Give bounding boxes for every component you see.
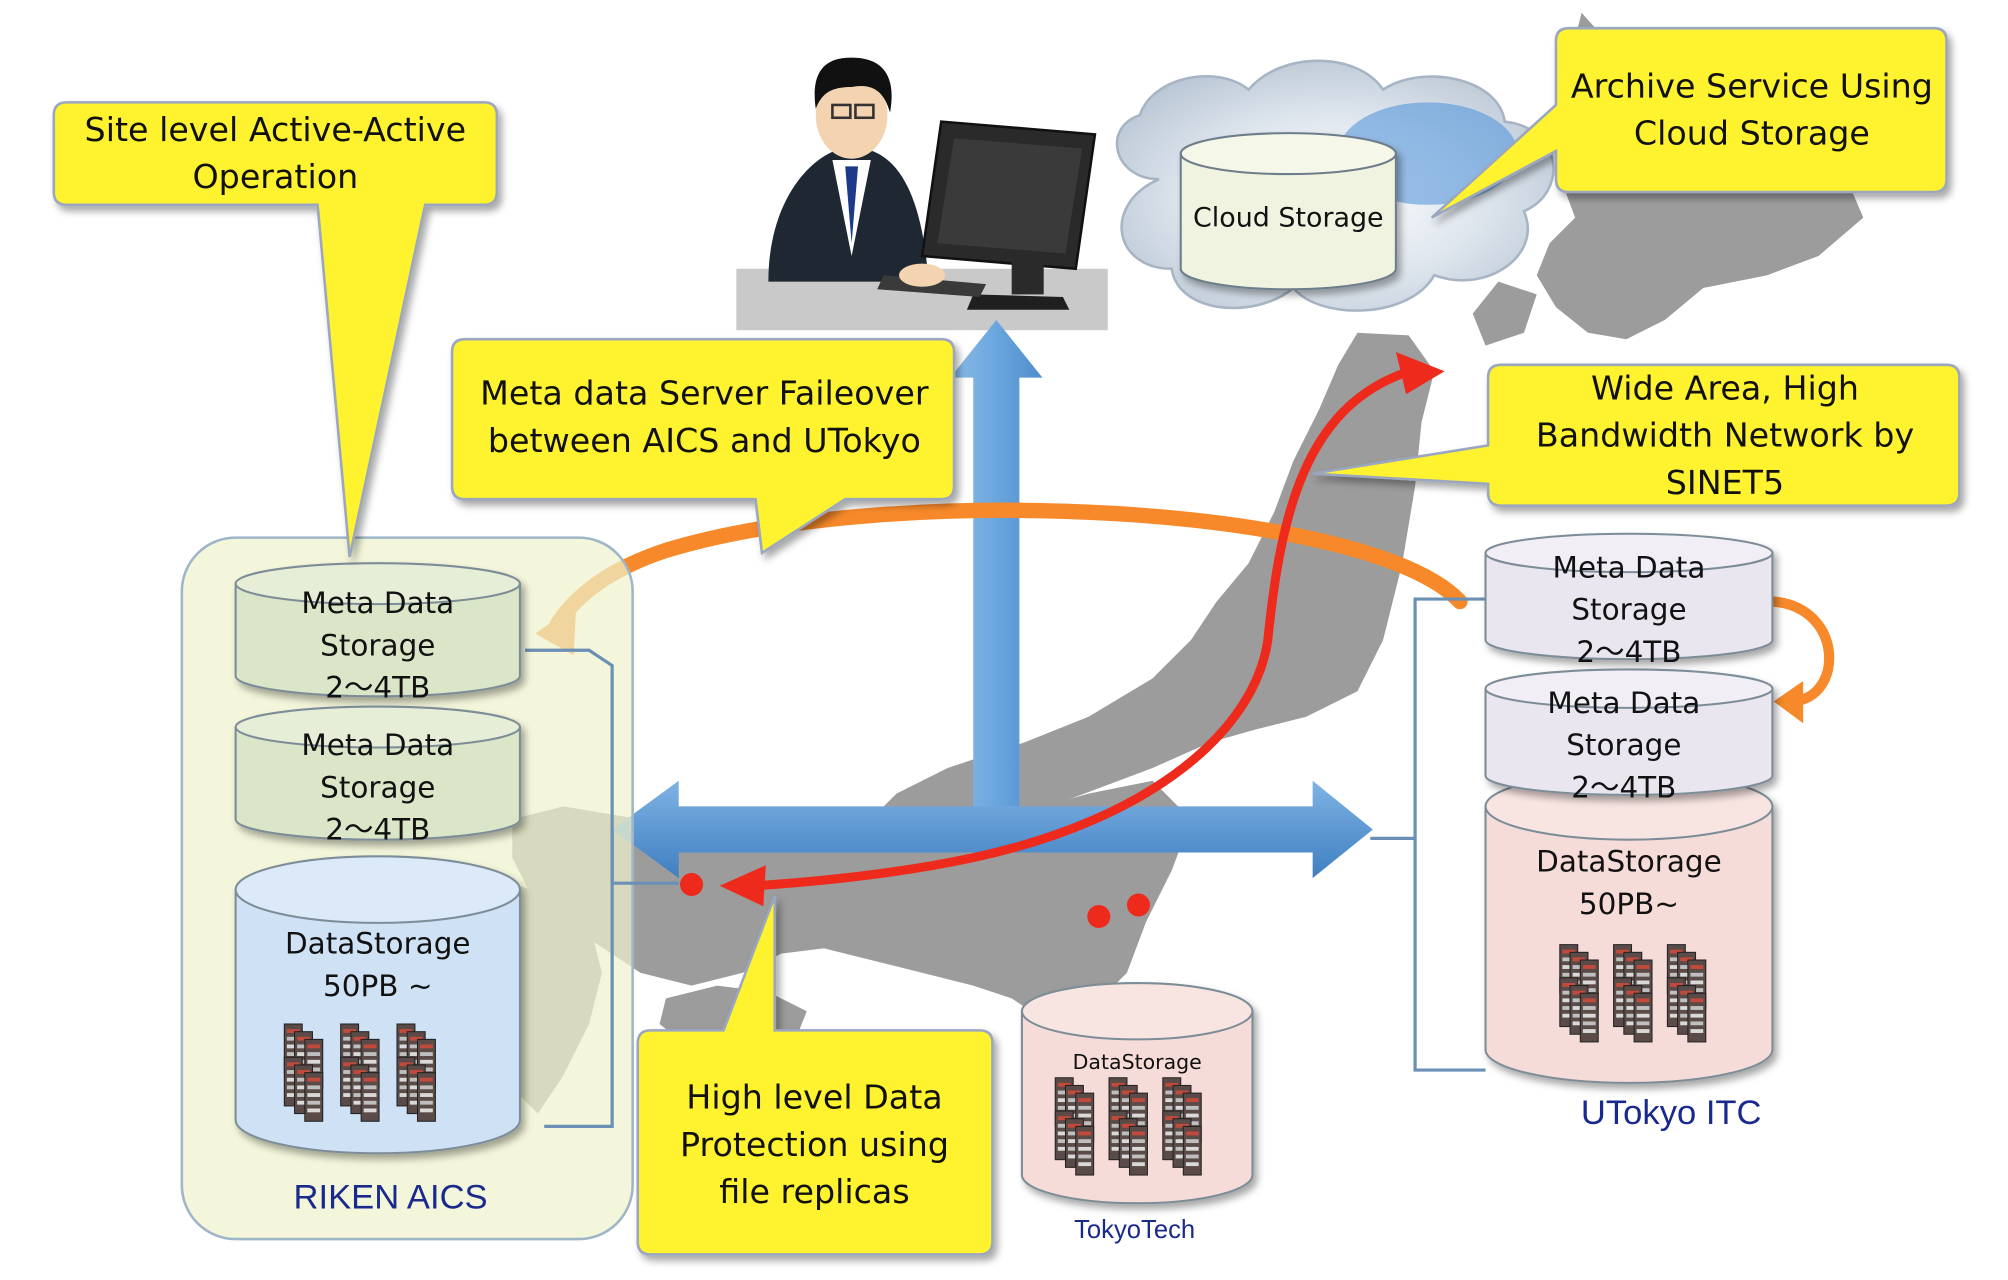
callout-failover (450, 337, 956, 556)
riken-aics-label: RIKEN AICS (293, 1177, 488, 1216)
utokyo-meta2-label: Meta Data Storage 2〜4TB (1547, 686, 1701, 805)
aics-meta1-label: Meta Data Storage 2〜4TB (301, 586, 455, 705)
tokyotech-label: TokyoTech (1074, 1216, 1196, 1245)
aics-meta2-label: Meta Data Storage 2〜4TB (301, 728, 455, 847)
tokyotech-server-racks (1055, 1078, 1201, 1175)
callout-archive (1430, 26, 1948, 219)
utokyo-itc-label: UTokyo ITC (1580, 1093, 1762, 1132)
utokyo-meta1-label: Meta Data Storage 2〜4TB (1552, 551, 1706, 669)
aics-meta-storage-1 (234, 562, 521, 698)
callout-failover-text: Meta data Server Faileover between AICS … (480, 375, 929, 461)
callout-active-active (52, 101, 499, 558)
callout-network-text: Wide Area, High Bandwidth Network by SIN… (1535, 369, 1915, 503)
cloud-storage-cylinder (1179, 132, 1397, 291)
failover-arrow-head-2 (1773, 680, 1804, 724)
callout-network (1312, 363, 1961, 507)
aics-server-racks (284, 1024, 435, 1121)
callout-archive-text: Archive Service Using Cloud Storage (1570, 67, 1933, 154)
cloud-storage-label: Cloud Storage (1193, 202, 1384, 233)
connector-brackets (525, 597, 1486, 1128)
replication-arrow (680, 352, 1445, 928)
tokyotech-data-label: DataStorage (1072, 1048, 1202, 1074)
aics-meta-storage-2 (234, 705, 521, 841)
utokyo-meta-storage-2 (1484, 668, 1774, 796)
callout-protection-text: High level Data Protection using file re… (679, 1078, 949, 1212)
network-arrows (612, 320, 1373, 879)
callout-protection (636, 895, 994, 1256)
operator-illustration (736, 57, 1108, 331)
utokyo-data-label: DataStorage 50PB~ (1536, 846, 1722, 922)
aics-data-label: DataStorage 50PB ~ (284, 928, 471, 1004)
callout-active-active-text: Site level Active-Active Operation (84, 111, 467, 198)
utokyo-meta-storage-1 (1484, 532, 1774, 661)
utokyo-server-racks (1560, 945, 1706, 1042)
